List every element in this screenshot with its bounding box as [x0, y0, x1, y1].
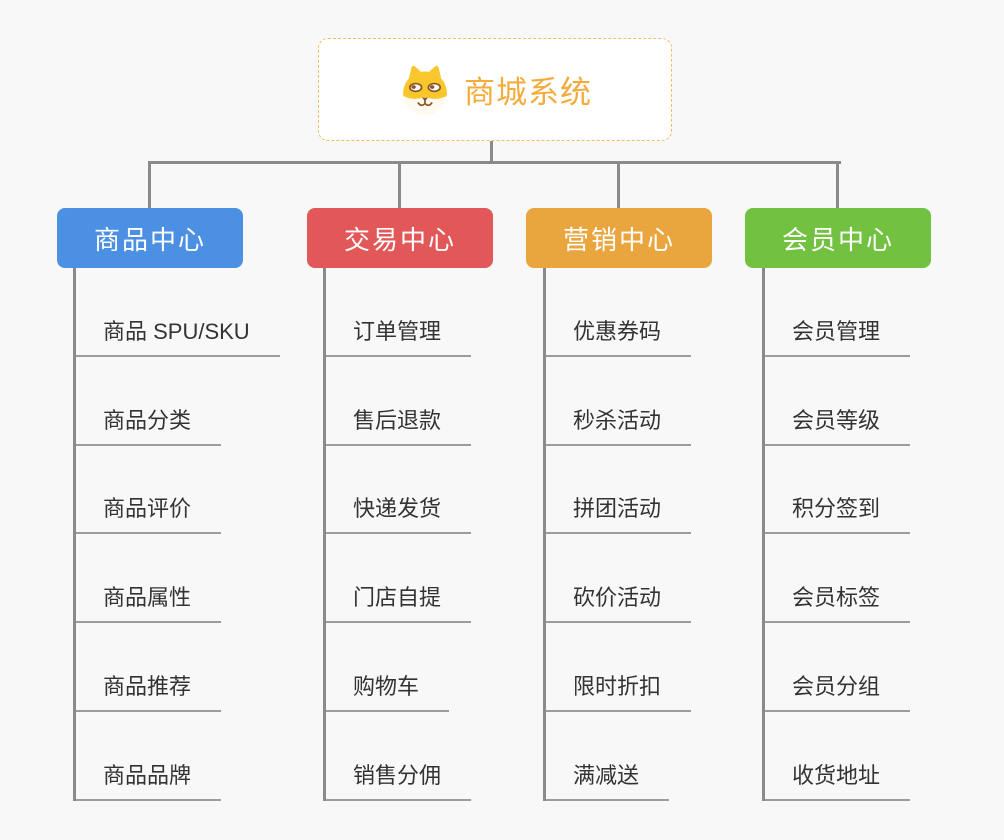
- branch-column-trade: 订单管理 售后退款 快递发货 门店自提 购物车 销售分佣: [323, 268, 472, 801]
- node-order-management[interactable]: 订单管理: [326, 314, 472, 357]
- node-sales-commission[interactable]: 销售分佣: [326, 758, 472, 801]
- node-product-recommend[interactable]: 商品推荐: [76, 669, 222, 713]
- branch-label: 商品中心: [93, 224, 206, 255]
- list-item: 商品品牌: [76, 712, 280, 801]
- list-item: 商品分类: [76, 357, 280, 446]
- list-item: 快递发货: [326, 446, 472, 535]
- node-product-brand[interactable]: 商品品牌: [76, 758, 222, 801]
- list-item: 积分签到: [765, 446, 911, 535]
- node-points-checkin[interactable]: 积分签到: [765, 491, 911, 535]
- connector-drop-members: [836, 161, 839, 208]
- list-item: 购物车: [326, 623, 471, 713]
- list-item: 订单管理: [326, 268, 472, 357]
- node-express-shipping[interactable]: 快递发货: [326, 491, 472, 535]
- list-item: 会员标签: [765, 534, 911, 624]
- root-title: 商城系统: [464, 75, 592, 110]
- node-aftersale-refund[interactable]: 售后退款: [326, 403, 472, 446]
- branch-label: 会员中心: [781, 224, 894, 255]
- node-member-level[interactable]: 会员等级: [765, 403, 911, 446]
- connector-horizontal-bar: [148, 161, 841, 164]
- branch-header-members[interactable]: 会员中心: [745, 208, 931, 268]
- shiba-dog-icon: [403, 65, 447, 115]
- node-group-buy[interactable]: 拼团活动: [546, 491, 692, 535]
- node-product-category[interactable]: 商品分类: [76, 403, 222, 446]
- node-bargain[interactable]: 砍价活动: [546, 580, 692, 624]
- list-item: 销售分佣: [326, 712, 472, 801]
- node-full-reduction[interactable]: 满减送: [546, 758, 670, 801]
- node-product-attribute[interactable]: 商品属性: [76, 580, 222, 624]
- node-limited-discount[interactable]: 限时折扣: [546, 669, 692, 713]
- node-shopping-cart[interactable]: 购物车: [326, 669, 450, 713]
- list-item: 商品 SPU/SKU: [76, 268, 280, 357]
- list-item: 会员等级: [765, 357, 911, 446]
- node-shipping-address[interactable]: 收货地址: [765, 758, 911, 801]
- branch-label: 交易中心: [343, 224, 456, 255]
- node-flash-sale[interactable]: 秒杀活动: [546, 403, 692, 446]
- list-item: 限时折扣: [546, 623, 692, 713]
- list-item: 售后退款: [326, 357, 472, 446]
- list-item: 会员分组: [765, 623, 911, 713]
- root-node[interactable]: 商城系统: [318, 38, 672, 141]
- connector-drop-marketing: [617, 161, 620, 208]
- branch-column-members: 会员管理 会员等级 积分签到 会员标签 会员分组 收货地址: [762, 268, 911, 801]
- connector-drop-products: [148, 161, 151, 208]
- list-item: 商品推荐: [76, 623, 280, 713]
- list-item: 收货地址: [765, 712, 911, 801]
- branch-header-trade[interactable]: 交易中心: [307, 208, 493, 268]
- list-item: 会员管理: [765, 268, 911, 357]
- node-member-groups[interactable]: 会员分组: [765, 669, 911, 713]
- list-item: 满减送: [546, 712, 691, 801]
- branch-column-marketing: 优惠券码 秒杀活动 拼团活动 砍价活动 限时折扣 满减送: [543, 268, 692, 801]
- list-item: 秒杀活动: [546, 357, 692, 446]
- node-product-review[interactable]: 商品评价: [76, 491, 222, 535]
- list-item: 砍价活动: [546, 534, 692, 624]
- list-item: 拼团活动: [546, 446, 692, 535]
- branch-label: 营销中心: [562, 224, 675, 255]
- list-item: 商品属性: [76, 534, 280, 624]
- node-product-spu-sku[interactable]: 商品 SPU/SKU: [76, 314, 280, 357]
- list-item: 优惠券码: [546, 268, 692, 357]
- node-member-management[interactable]: 会员管理: [765, 314, 911, 357]
- branch-column-products: 商品 SPU/SKU 商品分类 商品评价 商品属性 商品推荐 商品品牌: [73, 268, 280, 801]
- branch-header-marketing[interactable]: 营销中心: [526, 208, 712, 268]
- connector-drop-trade: [398, 161, 401, 208]
- node-store-pickup[interactable]: 门店自提: [326, 580, 472, 624]
- branch-header-products[interactable]: 商品中心: [57, 208, 243, 268]
- list-item: 门店自提: [326, 534, 472, 624]
- list-item: 商品评价: [76, 446, 280, 535]
- connector-root-stub: [490, 141, 493, 163]
- node-member-tags[interactable]: 会员标签: [765, 580, 911, 624]
- node-coupon-code[interactable]: 优惠券码: [546, 314, 692, 357]
